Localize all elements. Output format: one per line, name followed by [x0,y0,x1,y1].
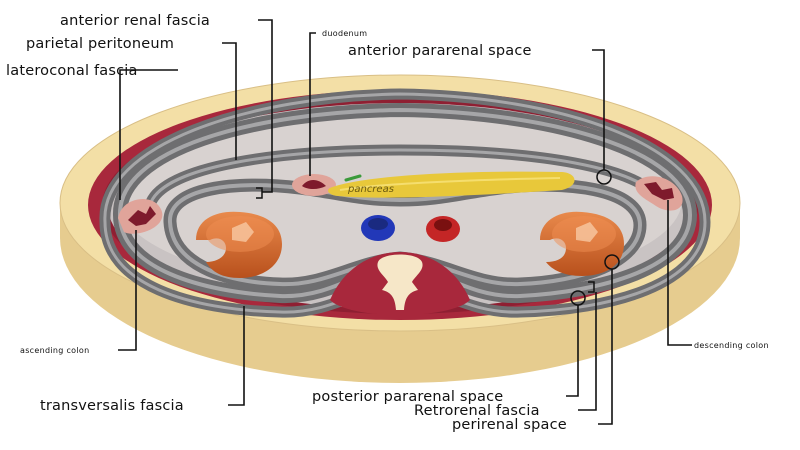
label-anterior-pararenal-space: anterior pararenal space [348,43,532,59]
label-posterior-pararenal-space: posterior pararenal space [312,389,503,405]
leader-ascending-colon [118,230,137,351]
label-duodenum: duodenum [322,29,367,38]
leader-anterior-renal-fascia [258,19,273,193]
leader-lateroconal-fascia [119,69,178,200]
leader-transversalis-fascia [228,306,245,406]
leader-descending-colon [667,200,692,346]
label-retrorenal-fascia: Retrorenal fascia [414,403,540,419]
descending-colon [635,176,683,211]
label-transversalis-fascia: transversalis fascia [40,398,184,414]
right-kidney [540,211,624,276]
leader-duodenum [309,32,316,176]
leader-perirenal-space [598,269,613,425]
label-lateroconal-fascia: lateroconal fascia [6,63,138,79]
leader-retrorenal-fascia [578,292,597,411]
label-ascending-colon: ascending colon [20,346,89,355]
label-descending-colon: descending colon [694,341,769,350]
labels: anterior renal fascia parietal peritoneu… [6,13,769,433]
left-kidney [196,211,282,278]
ascending-colon [118,199,163,234]
leader-parietal-peritoneum [222,42,237,160]
leader-lines [118,19,692,425]
vertebra [377,254,423,310]
retrorenal-bracket [588,281,595,293]
spine-region [330,252,470,315]
label-anterior-renal-fascia: anterior renal fascia [60,13,210,29]
leader-posterior-pararenal-space [566,305,579,397]
anterior-renal-bracket [256,187,263,199]
duodenum [292,174,336,196]
label-parietal-peritoneum: parietal peritoneum [26,36,174,52]
great-vessels [361,215,460,242]
pancreas-label: pancreas [347,184,394,195]
pancreas: pancreas [328,171,575,198]
leader-anterior-pararenal-space [592,49,605,170]
label-perirenal-space: perirenal space [452,417,567,433]
